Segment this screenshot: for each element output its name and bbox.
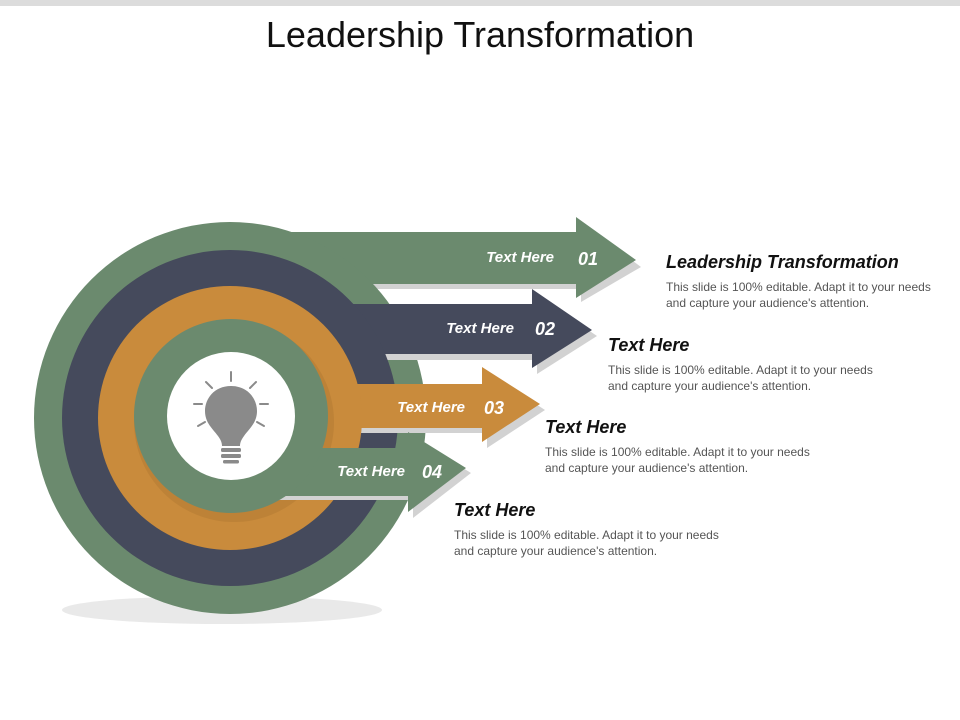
item-04: Text Here This slide is 100% editable. A… [454,500,754,559]
arrow-04-number: 04 [422,462,442,482]
item-03-desc: This slide is 100% editable. Adapt it to… [545,445,810,475]
item-02: Text Here This slide is 100% editable. A… [608,335,908,394]
arrow-01-label: Text Here [486,249,554,266]
item-02-desc: This slide is 100% editable. Adapt it to… [608,363,873,393]
item-01-desc: This slide is 100% editable. Adapt it to… [666,280,931,310]
item-02-title: Text Here [608,335,690,355]
lightbulb-icon [193,371,269,464]
arrow-04-label: Text Here [337,463,405,480]
item-04-title: Text Here [454,500,536,520]
slide-title: Leadership Transformation [265,14,695,55]
arrow-02-label: Text Here [446,320,514,337]
item-01-title: Leadership Transformation [666,252,899,272]
arrow-01-number: 01 [578,249,598,269]
item-04-desc: This slide is 100% editable. Adapt it to… [454,528,719,558]
item-01: Leadership Transformation This slide is … [666,252,960,311]
arrow-03-number: 03 [484,398,504,418]
item-03: Text Here This slide is 100% editable. A… [545,417,845,476]
top-bar [0,0,960,6]
item-03-title: Text Here [545,417,627,437]
arrow-02-number: 02 [535,319,555,339]
arrow-03-label: Text Here [397,399,465,416]
